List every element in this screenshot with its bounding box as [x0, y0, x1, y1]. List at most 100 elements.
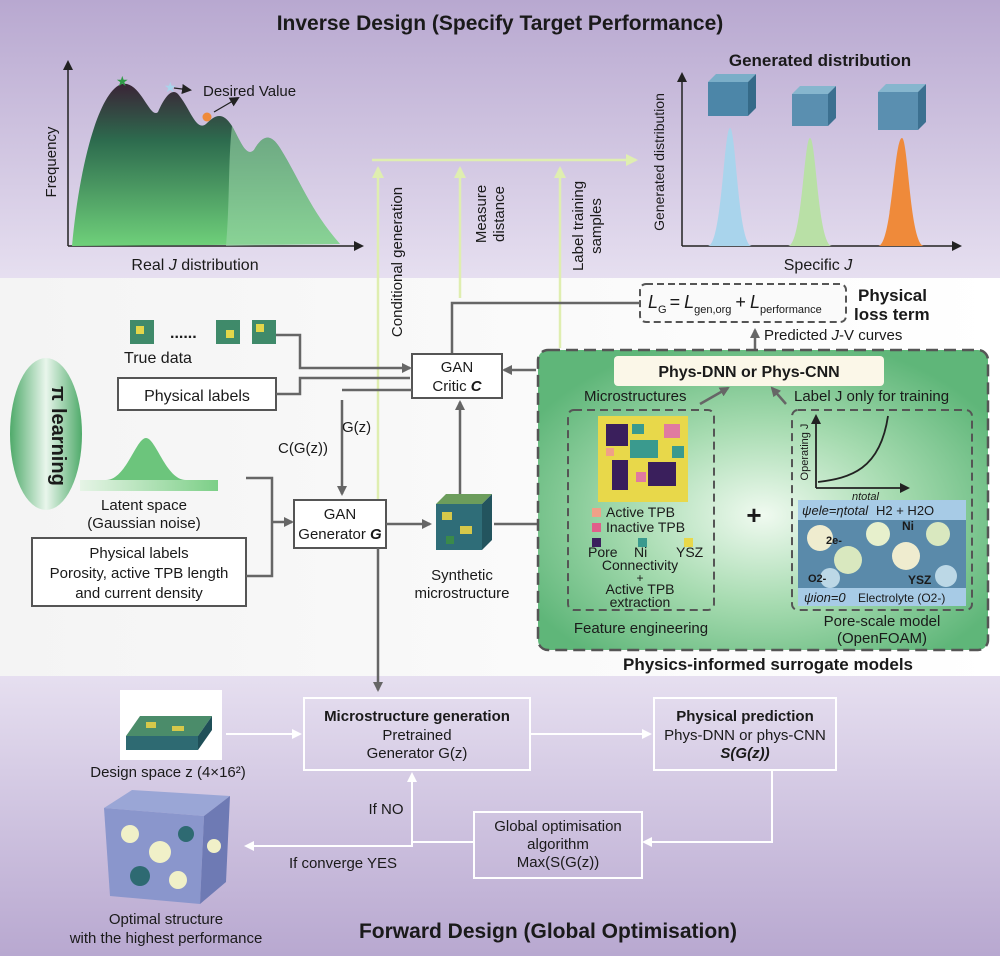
phys-dnn-box — [614, 356, 884, 386]
generator-gz-label: Generator G(z) — [367, 745, 468, 762]
measure-label: Measure — [473, 185, 490, 243]
latent-bar — [80, 480, 218, 491]
desired-value-label: Desired Value — [203, 83, 296, 100]
phys-labels-detail-l3: and current density — [75, 585, 203, 602]
pore-scale-model-image — [798, 520, 966, 588]
operating-curve-chart: Operating J ηtotal — [799, 414, 910, 503]
generated-cube-icon — [792, 86, 836, 126]
optimal-structure-l2: with the highest performance — [69, 930, 263, 947]
connectivity-label: Connectivity — [602, 557, 678, 573]
micro-gen-title: Microstructure generation — [324, 708, 510, 725]
label-training-label: Label training — [570, 181, 587, 271]
max-sgz-label: Max(S(G(z)) — [517, 854, 600, 871]
global-opt-label: Global optimisation — [494, 818, 622, 835]
microstructures-label: Microstructures — [584, 388, 687, 405]
synthetic-l2: microstructure — [414, 585, 509, 602]
global-optimisation-box — [473, 811, 643, 879]
true-data-cubes — [130, 320, 276, 344]
pore-scale-box — [791, 409, 973, 611]
label-j-label: Label J only for training — [794, 388, 949, 405]
real-j-distribution-label: Real J distribution — [131, 257, 258, 274]
generated-distribution-ylabel: Generated distribution — [651, 93, 667, 231]
big-plus: + — [746, 500, 761, 530]
frequency-label: Frequency — [43, 126, 60, 197]
pore-scale-label: Pore-scale model — [824, 613, 941, 630]
pore-scale-bottom-bar — [798, 588, 966, 606]
latent-space-label: Latent space — [101, 497, 187, 514]
forward-title: Forward Design (Global Optimisation) — [359, 920, 737, 943]
if-no-label: If NO — [368, 801, 403, 818]
synthetic-cube-icon — [436, 494, 492, 550]
cgz-label: C(G(z)) — [278, 440, 328, 457]
phys-labels-detail-l2: Porosity, active TPB length — [50, 565, 229, 582]
gan-critic-line1: GAN — [441, 359, 474, 376]
generated-cube-icon — [878, 84, 926, 130]
true-data-label: True data — [124, 350, 192, 367]
samples-label: samples — [588, 198, 605, 254]
phys-dnn-cnn-label: Phys-DNN or phys-CNN — [664, 727, 826, 744]
generated-cube-icon — [708, 74, 756, 116]
pore-swatch — [592, 538, 601, 547]
distance-label: distance — [491, 186, 508, 242]
inverse-title: Inverse Design (Specify Target Performan… — [277, 12, 724, 35]
ni-particle-label: Ni — [902, 519, 914, 533]
inactive-tpb-swatch — [592, 523, 601, 532]
if-converge-label: If converge YES — [289, 855, 397, 872]
gan-generator-box — [293, 499, 387, 549]
ni-label: Ni — [634, 544, 647, 560]
dist-peak-green — [788, 138, 832, 246]
conditional-generation-label: Conditional generation — [389, 187, 406, 337]
pore-label: Pore — [588, 544, 618, 560]
marker-orange-icon — [202, 112, 212, 122]
gan-critic-box — [411, 353, 503, 399]
gan-critic-line2: Critic C — [432, 378, 482, 395]
ysz-particle-label: YSZ — [908, 573, 931, 587]
latent-gaussian-icon — [106, 438, 186, 480]
true-data-dots: ...... — [170, 325, 197, 342]
ysz-swatch — [684, 538, 693, 547]
optimal-structure-image — [104, 790, 230, 904]
microstructure-grid — [598, 416, 688, 502]
phys-labels-detail-l1: Physical labels — [89, 545, 188, 562]
specific-j-label: Specific J — [784, 257, 853, 274]
two-e-label: 2e- — [826, 535, 842, 547]
o2-label: O2- — [808, 573, 827, 585]
active-tpb-extraction-l2: extraction — [610, 594, 671, 610]
design-space-image — [120, 690, 222, 760]
optimal-structure-l1: Optimal structure — [109, 911, 223, 928]
star-green-icon: ★ — [116, 73, 129, 89]
ni-swatch — [638, 538, 647, 547]
learning-label: learning — [47, 408, 69, 486]
feature-engineering-box — [567, 409, 715, 611]
electrolyte-label: Electrolyte (O2-) — [858, 591, 945, 605]
physical-loss-label-1: Physical — [858, 286, 927, 305]
gaussian-noise-label: (Gaussian noise) — [87, 515, 200, 532]
active-tpb-extraction-l1: Active TPB — [606, 581, 675, 597]
physical-labels-detail-box — [31, 537, 247, 607]
physical-labels-text: Physical labels — [144, 388, 250, 405]
openfoam-label: (OpenFOAM) — [837, 630, 927, 647]
physical-prediction-box — [653, 697, 837, 771]
gz-label: G(z) — [342, 419, 371, 436]
physical-labels-box — [117, 377, 277, 411]
active-tpb-label: Active TPB — [606, 504, 675, 520]
design-space-label: Design space z (4×16²) — [90, 764, 246, 781]
pi-symbol: π — [47, 386, 69, 401]
active-tpb-swatch — [592, 508, 601, 517]
feature-engineering-label: Feature engineering — [574, 620, 708, 637]
surrogate-title: Physics-informed surrogate models — [623, 655, 913, 674]
pore-scale-top-bar — [798, 500, 966, 520]
pi-learning-badge — [10, 358, 82, 510]
star-blue-icon: ★ — [164, 79, 177, 95]
generated-distribution-chart: Generated distribution Generated distrib… — [651, 51, 962, 274]
physical-prediction-title: Physical prediction — [676, 708, 814, 725]
algorithm-label: algorithm — [527, 836, 589, 853]
psi-ele-label: ψele=ηtotal — [802, 503, 869, 518]
gan-generator-line2: Generator G — [298, 526, 382, 543]
inactive-tpb-label: Inactive TPB — [606, 519, 685, 535]
pretrained-label: Pretrained — [382, 727, 451, 744]
h2-h2o-label: H2 + H2O — [876, 503, 934, 518]
dist-peak-blue — [708, 128, 752, 246]
physical-loss-label-2: loss term — [854, 305, 930, 324]
